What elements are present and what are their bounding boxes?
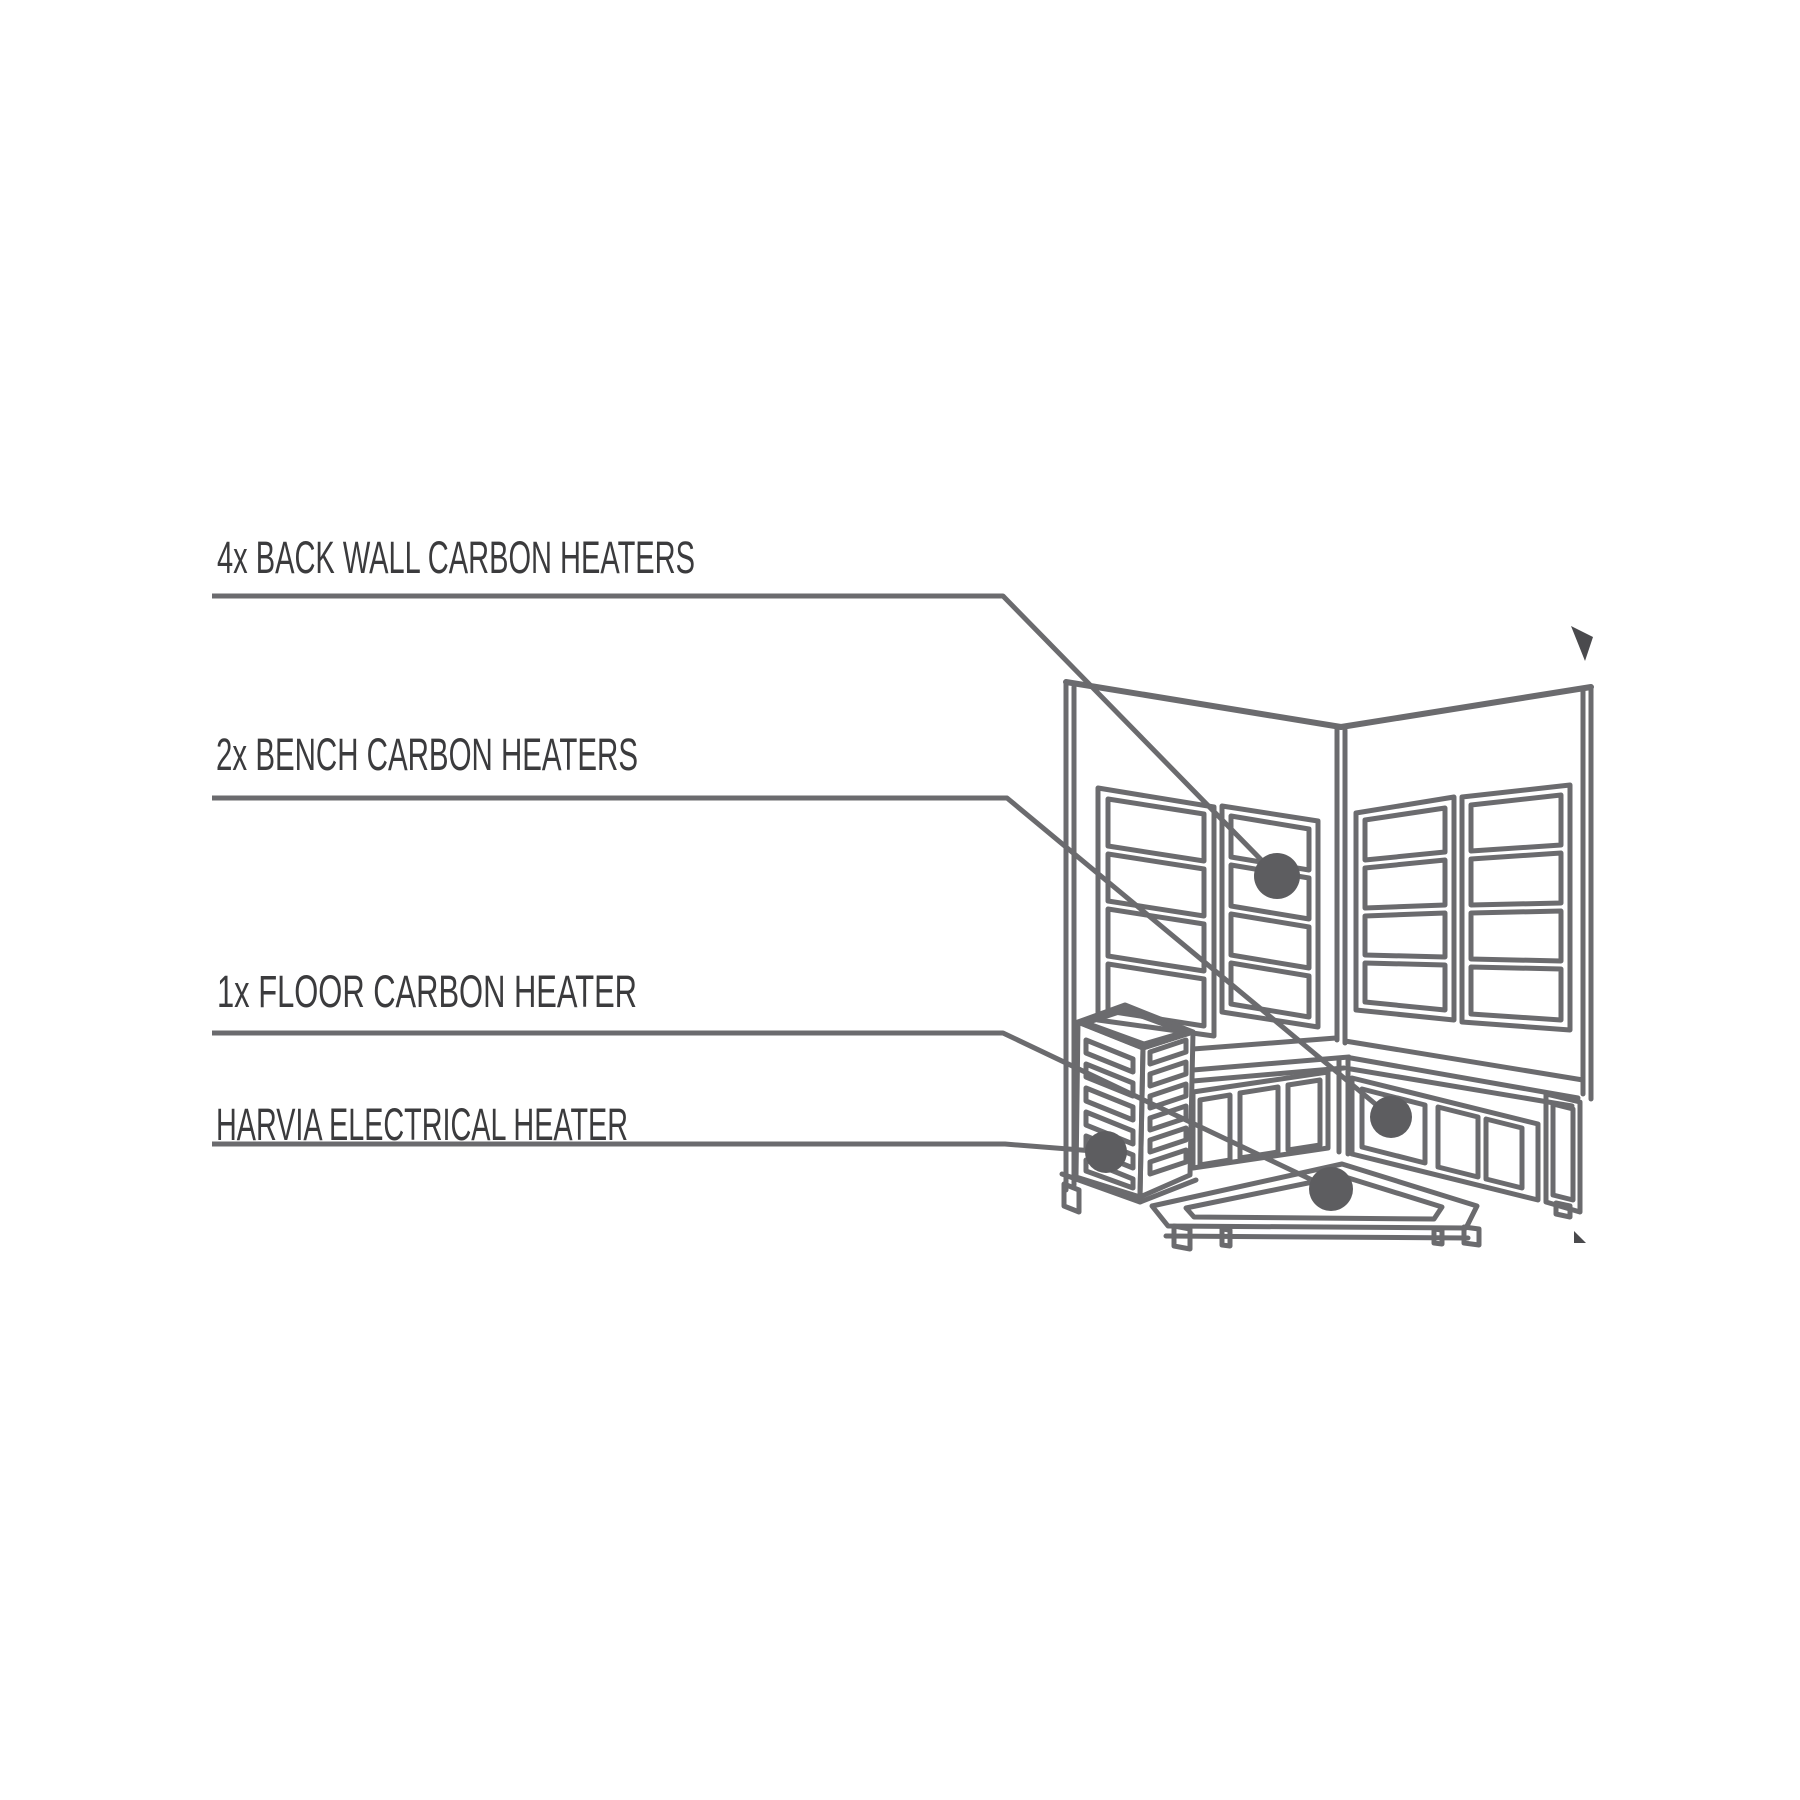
leader-line-bench <box>212 795 1393 1119</box>
labels: 4x BACK WALL CARBON HEATERS 2x BENCH CAR… <box>216 532 695 1150</box>
leader-line-floor <box>212 1030 1333 1192</box>
heater-tower <box>1059 1002 1199 1215</box>
right-bench <box>1342 1038 1586 1220</box>
top-right-flag-mark <box>1571 626 1593 661</box>
leader-lines <box>212 593 1393 1192</box>
label-harvia-heater: HARVIA ELECTRICAL HEATER <box>216 1099 628 1150</box>
label-floor-heater: 1x FLOOR CARBON HEATER <box>217 966 637 1017</box>
marker-dot-harvia-heater <box>1085 1131 1127 1173</box>
left-wall-window-column-2 <box>1219 803 1321 1030</box>
wall-outline <box>1063 679 1594 1193</box>
marker-dot-bench-heater <box>1370 1096 1412 1138</box>
left-bench <box>1190 1035 1352 1171</box>
bottom-right-flag-mark <box>1574 1231 1586 1243</box>
label-back-wall-heaters: 4x BACK WALL CARBON HEATERS <box>217 532 695 583</box>
right-wall-window-column-2 <box>1459 782 1573 1033</box>
left-wall-window-column-1 <box>1095 785 1217 1039</box>
right-wall-window-column-1 <box>1353 794 1457 1023</box>
marker-dot-floor-heater <box>1309 1167 1353 1211</box>
leader-line-back-wall <box>212 593 1279 878</box>
label-bench-heaters: 2x BENCH CARBON HEATERS <box>216 729 638 780</box>
marker-dot-back-wall-heater <box>1254 853 1300 899</box>
marker-dots <box>1085 853 1412 1211</box>
sauna-line-drawing <box>1059 626 1594 1252</box>
leader-line-harvia <box>212 1141 1107 1155</box>
